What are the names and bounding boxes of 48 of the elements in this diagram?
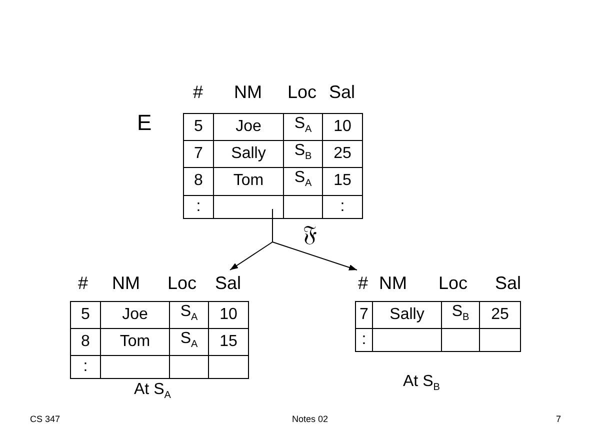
column-header: # [193,82,203,102]
table-cell: S$_{A}$ [284,168,322,196]
table-cell: 8 [70,328,100,356]
table-cell: Tom [214,168,284,196]
table-cell: S$_{A}$ [284,114,322,141]
table-cell: 10 [322,114,362,141]
table-cell: 10 [208,302,248,329]
table-cell: 25 [322,140,362,168]
column-header: Sal [495,273,521,293]
table-cell: Sally [372,302,442,329]
column-header: # [358,273,368,293]
column-header: Loc [438,273,468,293]
arrow [272,208,358,270]
table-cell: : [70,356,100,379]
table-cell: 25 [480,302,520,329]
table-cell: Sally [214,140,284,168]
table-cell: 5 [70,302,100,329]
column-header: NM [112,273,140,293]
table-cell: S$_{B}$ [284,140,322,168]
site-caption: At S$_{B}$ [403,373,440,394]
column-header: NM [379,273,407,293]
column-header: Sal [215,273,241,293]
table-cell: : [356,328,372,352]
column-header: Loc [167,273,197,293]
table-cell: 15 [322,168,362,196]
table-cell: 8 [184,168,214,196]
table-cell: 7 [184,140,214,168]
site-caption: At S$_{A}$ [134,381,171,402]
table-cell: : [322,195,362,218]
table-cell: Joe [214,114,284,141]
table-cell: S$_{A}$ [170,302,208,329]
table-cell: Tom [100,328,170,356]
page-number: 7 [556,414,562,424]
table-cell: S$_{B}$ [442,302,480,329]
function-symbol: 𝔉 [303,222,317,247]
table-cell: : [184,195,214,218]
column-header: # [78,273,88,293]
column-header: Loc [287,82,317,102]
notes-title: Notes 02 [292,414,328,424]
table-cell: 5 [184,114,214,141]
table-cell: 15 [208,328,248,356]
table-cell: Joe [100,302,170,329]
table-cell: 7 [356,302,372,329]
table-cell: S$_{A}$ [170,328,208,356]
column-header: Sal [329,82,355,102]
course-code: CS 347 [30,414,60,424]
column-header: NM [234,82,262,102]
table-name: E [137,110,152,136]
